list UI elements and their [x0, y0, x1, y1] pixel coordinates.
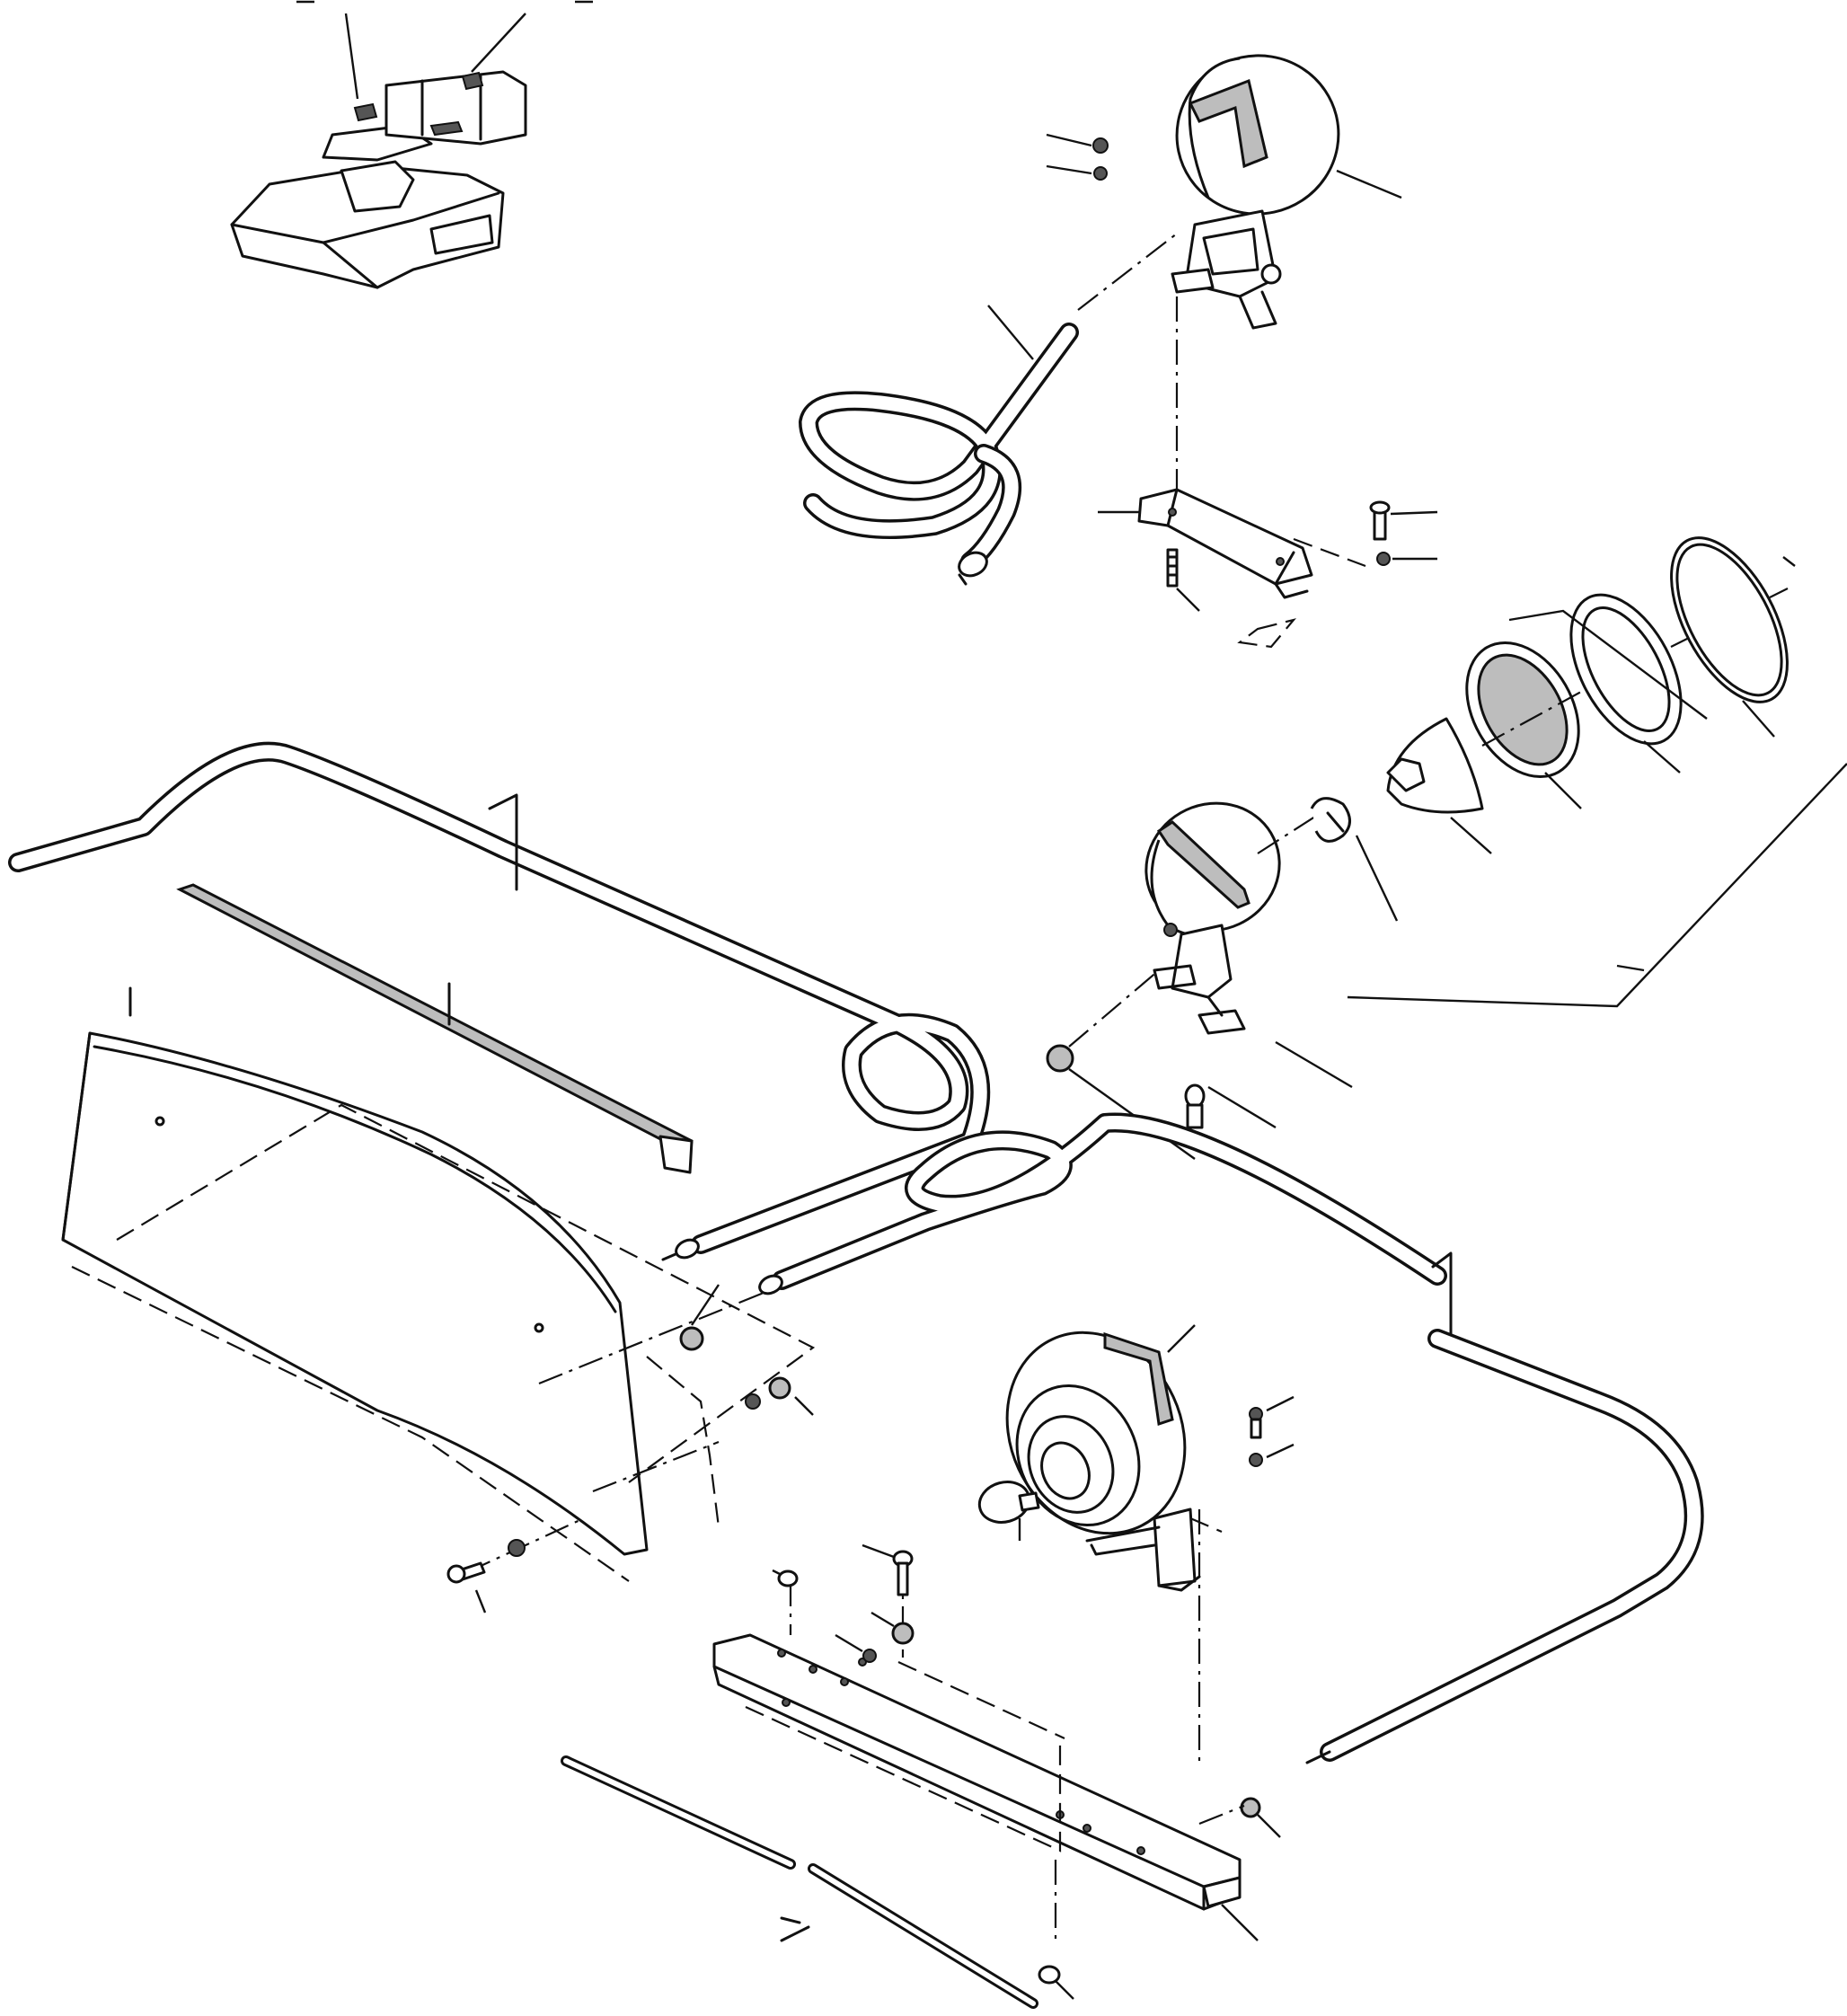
panel-fasteners [446, 1284, 814, 1614]
seal-strip [176, 883, 694, 1174]
beacon-lamp [1005, 1324, 1295, 1761]
channel-fasteners [772, 1543, 1281, 2000]
cable-left [8, 741, 991, 1261]
lamp-harness-coil [799, 233, 1178, 586]
cable-right [1305, 1329, 1704, 1764]
exploded-lamp-assembly [1046, 536, 1847, 1160]
rear-work-lamp [1046, 54, 1402, 330]
bulb [977, 1481, 1040, 1541]
machine-location-view [230, 0, 593, 289]
lamp-mounting-bracket [1098, 296, 1438, 649]
rod [561, 1755, 1038, 2009]
mounting-channel [712, 1563, 1259, 1941]
front-panel [61, 982, 816, 1582]
cable-center [758, 1112, 1453, 1349]
